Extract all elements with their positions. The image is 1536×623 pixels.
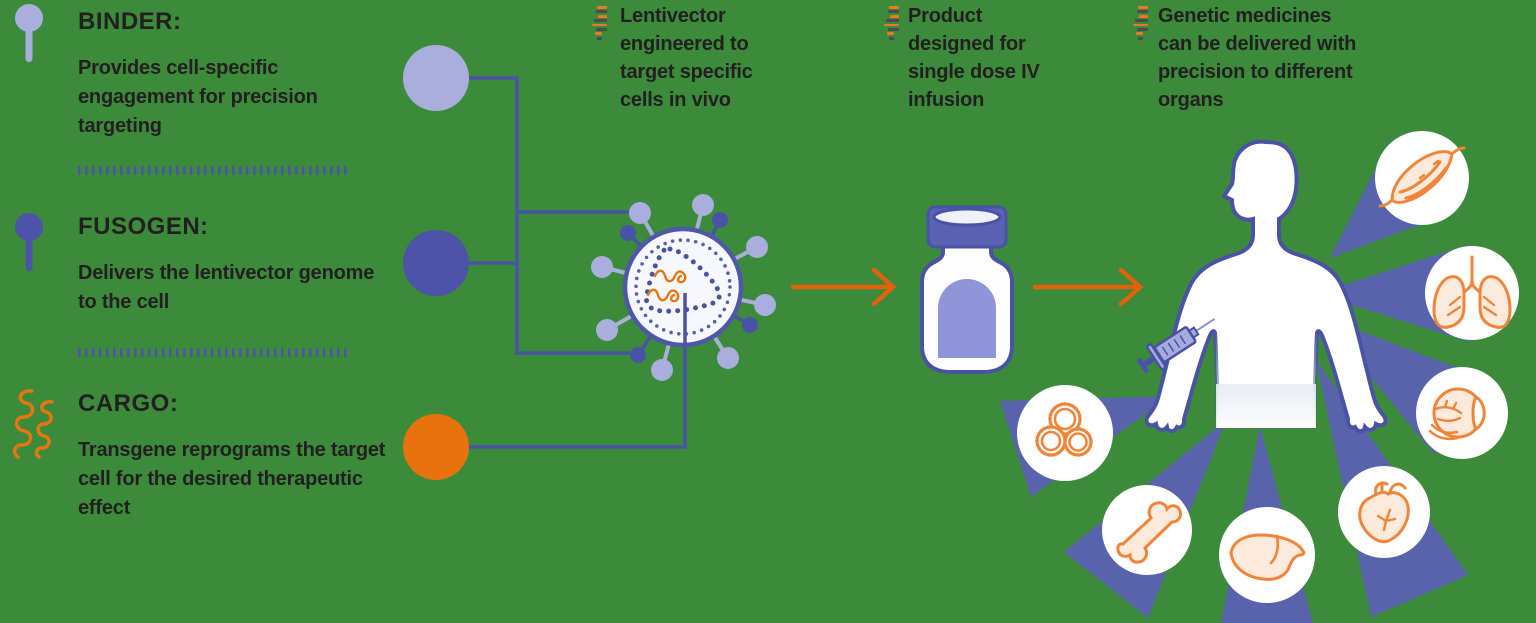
- arrow-vial-to-patient: [1032, 267, 1144, 307]
- binder-spikes: [591, 194, 776, 381]
- binder-heading: BINDER:: [78, 8, 182, 35]
- cargo-node-circle: [403, 414, 469, 480]
- binder-description: Provides cell-specific engagement for pr…: [78, 57, 318, 137]
- vial-cap-opening: [932, 207, 1002, 227]
- fusogen-node-circle: [403, 230, 469, 296]
- arrow-virus-to-vial: [790, 267, 897, 307]
- sequence-divider: [78, 166, 348, 175]
- organ-lungs-icon: [1425, 246, 1519, 340]
- sequence-dashes-icon: [592, 6, 608, 40]
- virus-envelope: [622, 226, 744, 348]
- lentivector-annotation: Lentivector engineered to target specifi…: [620, 5, 753, 111]
- organ-heart-icon: [1338, 466, 1430, 558]
- virus-capsid-triangle: [643, 246, 722, 314]
- lentivector-icon: [591, 194, 776, 381]
- rna-cargo-squiggles: [646, 269, 687, 303]
- binder-node-circle: [403, 45, 469, 111]
- vial-liquid: [938, 279, 996, 358]
- patient-clothing: [1216, 384, 1316, 428]
- fusogen-pin-icon: [15, 213, 43, 271]
- binder-pin-icon: [15, 4, 43, 62]
- organ-eye-icon: [1416, 367, 1508, 459]
- cargo-heading: CARGO:: [78, 390, 179, 417]
- syringe-icon: [1137, 318, 1216, 373]
- patient-silhouette: [1144, 139, 1388, 434]
- virus-membrane-dotted-ring: [634, 238, 732, 336]
- organ-bone-icon: [1102, 485, 1192, 575]
- organ-cells-icon: [1017, 385, 1113, 481]
- fusogen-description: Delivers the lentivector genome to the c…: [78, 262, 375, 313]
- delivery-annotation: Genetic medicines can be delivered with …: [1158, 5, 1357, 111]
- fusogen-heading: FUSOGEN:: [78, 213, 209, 240]
- sequence-divider: [78, 348, 348, 357]
- organ-liver-icon: [1219, 507, 1315, 603]
- organ-muscle-icon: [1375, 131, 1469, 225]
- sequence-dashes-icon: [1133, 6, 1149, 40]
- product-annotation: Product designed for single dose IV infu…: [908, 5, 1040, 111]
- cargo-rna-icon: [12, 389, 54, 459]
- cargo-description: Transgene reprograms the target cell for…: [78, 439, 386, 519]
- sequence-dashes-icon: [884, 6, 900, 40]
- vial-icon: [920, 205, 1014, 374]
